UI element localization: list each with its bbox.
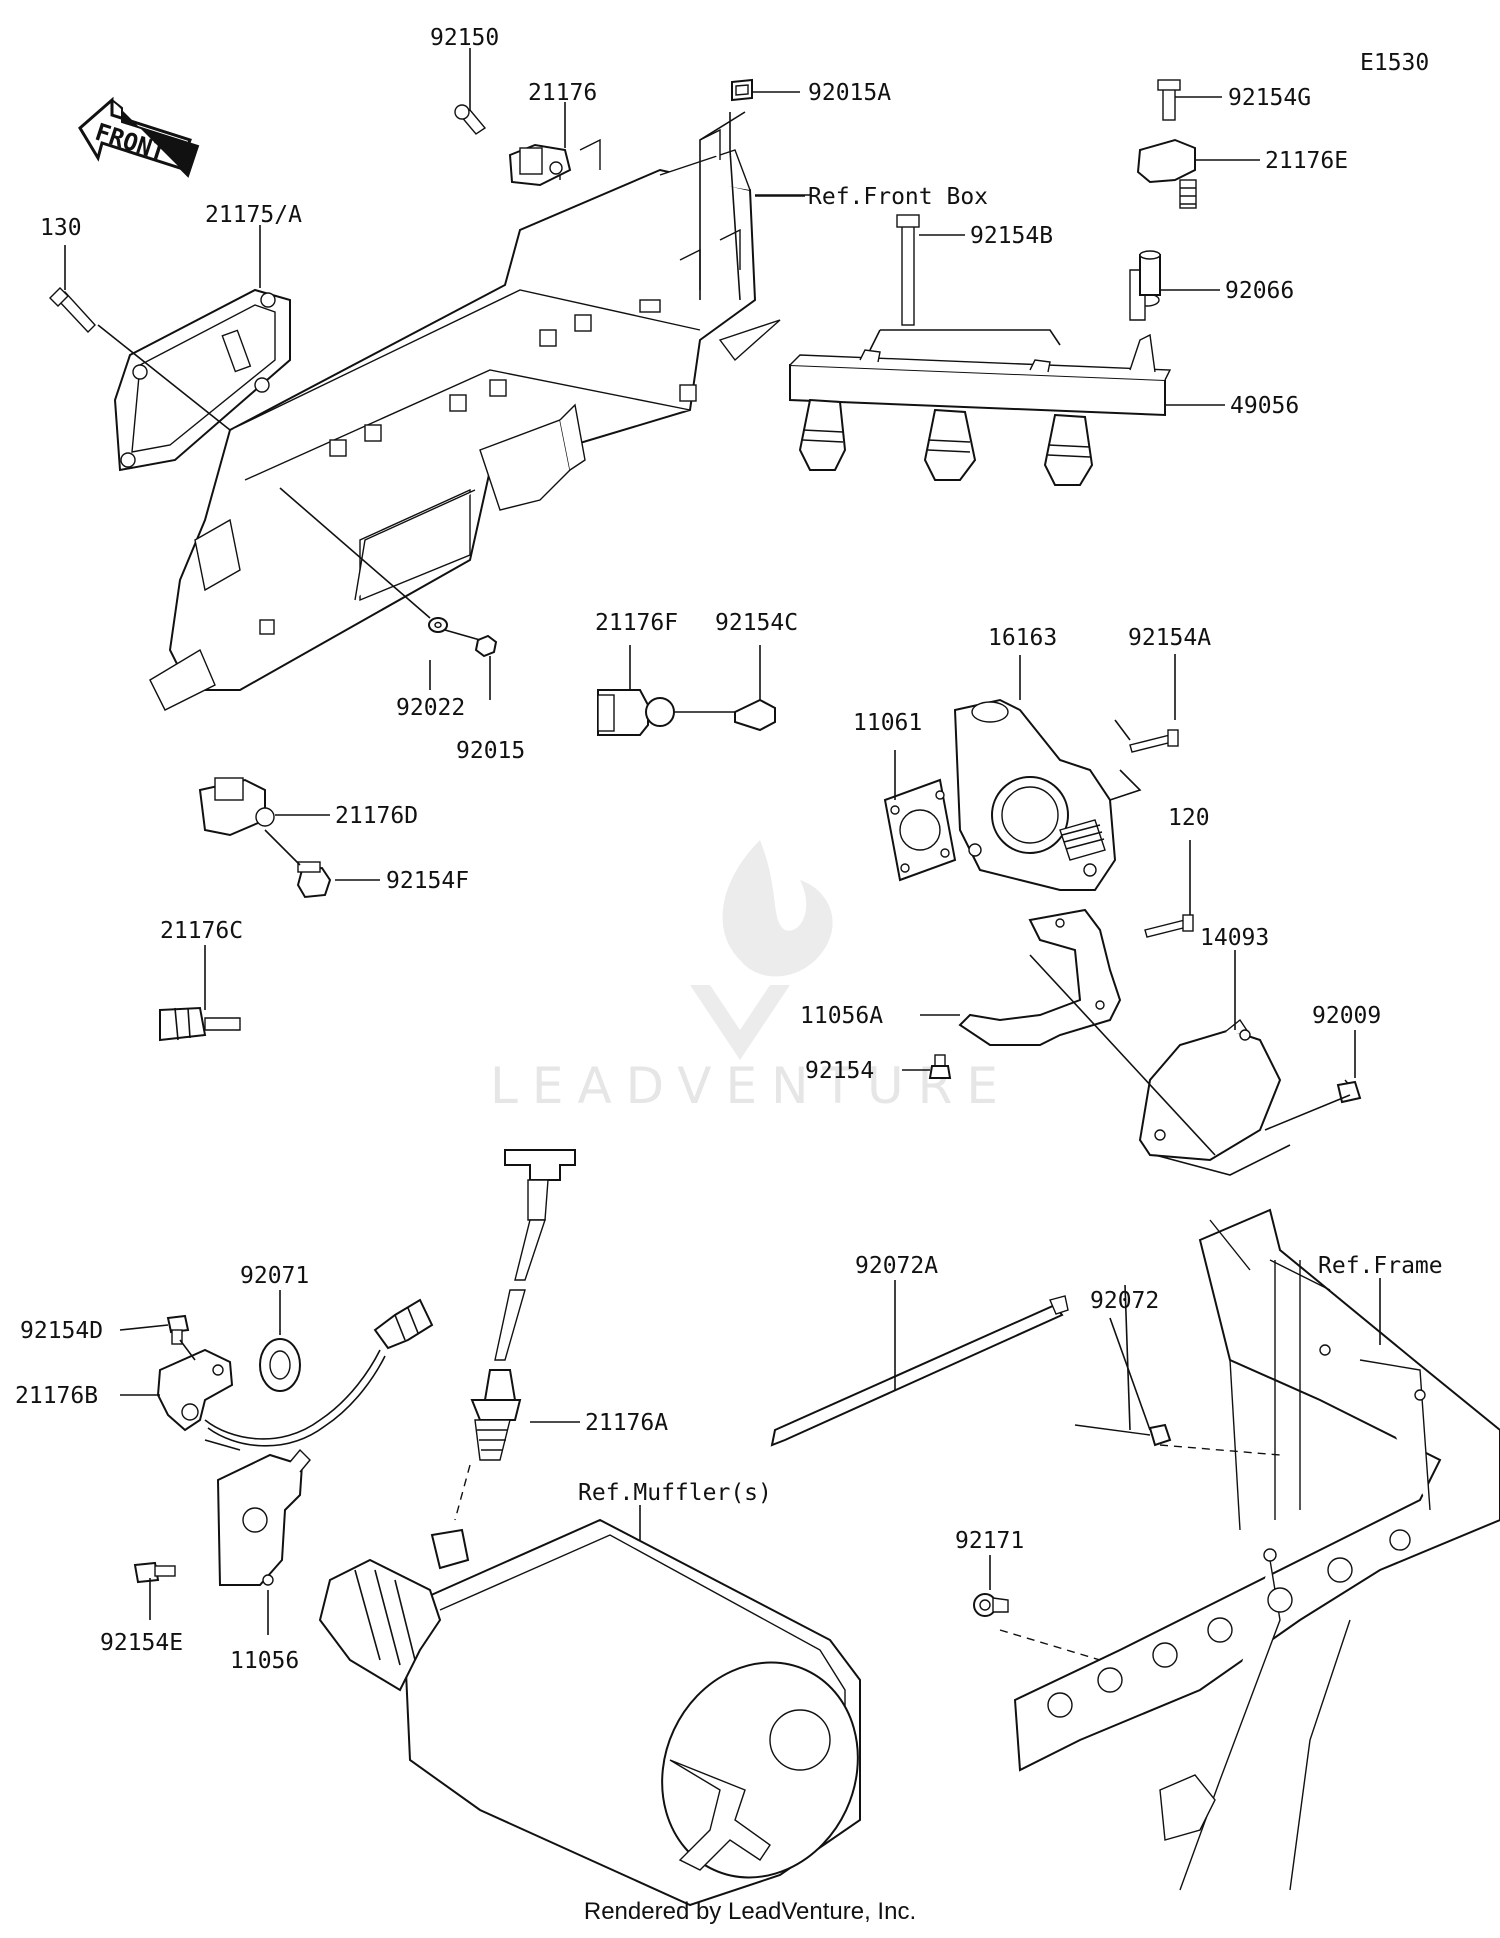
label-ref-front-box: Ref.Front Box (808, 184, 988, 210)
sensor-21176B (156, 1298, 434, 1447)
bolt-120 (1144, 914, 1194, 938)
diagram-id: E1530 (1360, 50, 1429, 76)
bolt-130 (49, 287, 96, 334)
clamp-92171 (973, 1593, 1009, 1617)
watermark-v-icon (690, 985, 790, 1060)
label-92154: 92154 (805, 1058, 874, 1084)
bolt-92154A (1129, 729, 1179, 753)
bolt-92150 (454, 104, 487, 135)
label-92154A: 92154A (1128, 625, 1211, 651)
injector-3 (1043, 413, 1094, 486)
label-92154E: 92154E (100, 1630, 183, 1656)
bolt-92154D (166, 1314, 190, 1345)
bolt-92154E (133, 1561, 176, 1584)
label-11056: 11056 (230, 1648, 299, 1674)
front-box-slots (259, 299, 697, 635)
label-92022: 92022 (396, 695, 465, 721)
label-92150: 92150 (430, 25, 499, 51)
bolt-92154F (296, 861, 332, 899)
sensor-21176D (198, 777, 275, 837)
sensor-21176A (470, 1149, 576, 1461)
label-ref-frame: Ref.Frame (1318, 1253, 1443, 1279)
watermark-flame-icon (722, 840, 833, 977)
muffler (318, 1518, 861, 1907)
label-92154D: 92154D (20, 1318, 103, 1344)
label-92171: 92171 (955, 1528, 1024, 1554)
sensor-21176 (508, 143, 572, 187)
label-49056: 49056 (1230, 393, 1299, 419)
label-92072A: 92072A (855, 1253, 938, 1279)
label-92072: 92072 (1090, 1288, 1159, 1314)
clip-92072 (1074, 1423, 1172, 1447)
label-92154G: 92154G (1228, 85, 1311, 111)
label-21176E: 21176E (1265, 148, 1348, 174)
bracket-11056A (958, 908, 1122, 1046)
label-21176F: 21176F (595, 610, 678, 636)
bolt-92154G (1157, 79, 1181, 121)
leader-lines (64, 48, 1381, 1661)
label-21175A: 21175/A (205, 202, 302, 228)
fuel-rail (789, 269, 1172, 417)
watermark: LEADVENTURE (490, 840, 1012, 1115)
injector-2 (923, 408, 977, 481)
ecu-module (113, 288, 291, 472)
label-92066: 92066 (1225, 278, 1294, 304)
injector-1 (798, 398, 847, 471)
cover-14093 (1138, 1018, 1282, 1162)
label-21176D: 21176D (335, 803, 418, 829)
label-21176: 21176 (528, 80, 597, 106)
label-92015A: 92015A (808, 80, 891, 106)
footer-credit: Rendered by LeadVenture, Inc. (583, 1898, 917, 1925)
cable-tie-92072A (770, 1295, 1069, 1447)
label-92015: 92015 (456, 738, 525, 764)
label-11056A: 11056A (800, 1003, 883, 1029)
label-92154B: 92154B (970, 223, 1053, 249)
label-92154F: 92154F (386, 868, 469, 894)
label-16163: 16163 (988, 625, 1057, 651)
gasket-11061 (883, 778, 957, 882)
nut-92015 (474, 634, 498, 658)
bolt-92154C (734, 698, 776, 732)
bracket-11056 (216, 1448, 311, 1586)
label-21176C: 21176C (160, 918, 243, 944)
label-21176B: 21176B (15, 1383, 98, 1409)
sensor-21176E (1136, 138, 1197, 209)
bolt-92154B (896, 214, 920, 326)
part-labels: 92150 21176 92015A Ref.Front Box 92154G … (15, 25, 1443, 1674)
label-21176A: 21176A (585, 1410, 668, 1436)
label-92154C: 92154C (715, 610, 798, 636)
label-130: 130 (40, 215, 82, 241)
label-92071: 92071 (240, 1263, 309, 1289)
label-120: 120 (1168, 805, 1210, 831)
fuel-cap-92066 (1139, 250, 1161, 296)
washer-92022 (428, 617, 448, 633)
throttle-body (953, 698, 1117, 891)
label-14093: 14093 (1200, 925, 1269, 951)
front-box (149, 128, 781, 711)
frame (1013, 1208, 1500, 1891)
front-arrow-icon: FRONT (78, 96, 200, 178)
label-ref-mufflers: Ref.Muffler(s) (578, 1480, 772, 1506)
clip-92015A (731, 78, 753, 102)
label-11061: 11061 (853, 710, 922, 736)
watermark-text: LEADVENTURE (490, 1057, 1012, 1115)
label-92009: 92009 (1312, 1003, 1381, 1029)
sensor-21176C (159, 1006, 241, 1042)
sensor-21176F (597, 689, 675, 736)
bolt-92154 (928, 1054, 952, 1079)
grommet-92071 (259, 1338, 301, 1392)
